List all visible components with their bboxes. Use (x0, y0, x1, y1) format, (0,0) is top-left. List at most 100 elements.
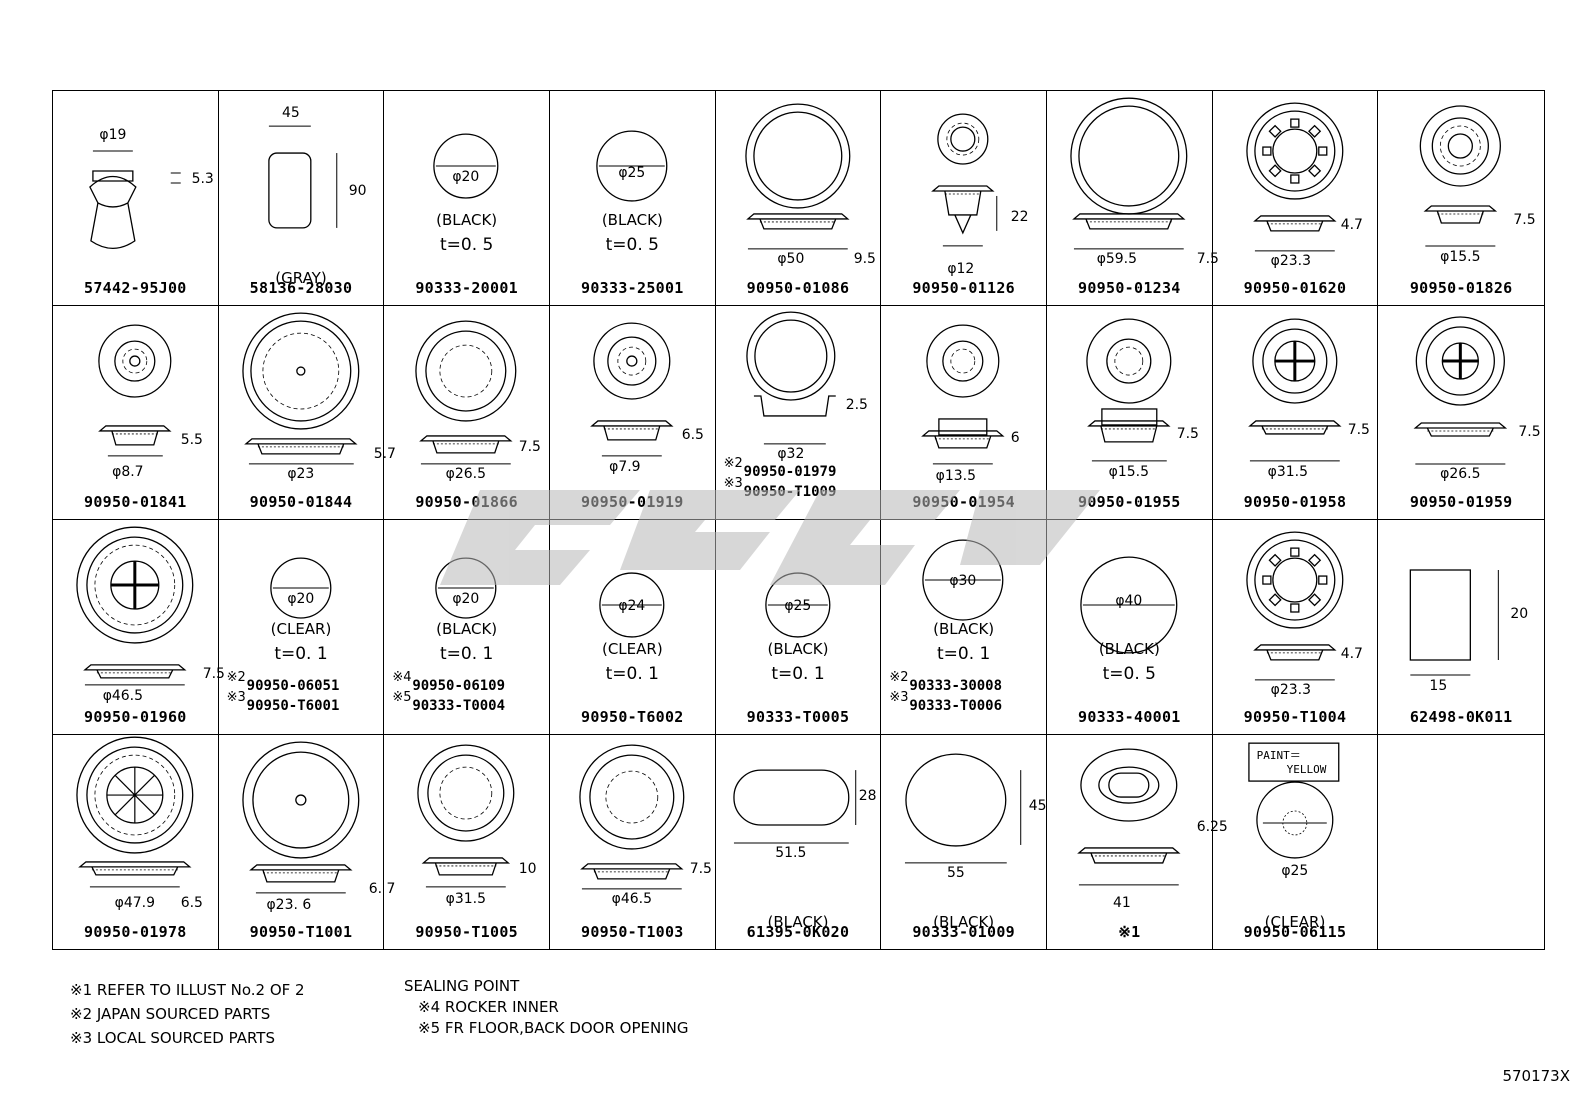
dim-label: φ59.5 (1097, 251, 1137, 267)
dim-label: 6. 7 (368, 880, 395, 896)
part-drawing: φ20 (435, 557, 497, 619)
part-number: 90950-01959 (1409, 493, 1513, 511)
source-mark: ※3 (226, 690, 246, 705)
dim-label: φ20 (453, 169, 480, 185)
part-drawing: φ23. 66. 7 (241, 741, 395, 912)
dim-label: 2.5 (845, 396, 867, 412)
dim-label: φ13.5 (936, 467, 976, 483)
part-drawing: φ31.510 (417, 744, 537, 906)
dim-label: 41 (1113, 894, 1131, 910)
dim-label: 10 (519, 860, 537, 876)
part-drawing: φ31.5 7.5 (1247, 317, 1370, 479)
part-drawing: φ40 (1080, 556, 1178, 654)
paint-line-1: PAINT＝ (1256, 748, 1301, 762)
part-drawing: φ8.75.5 (98, 323, 203, 479)
dim-label: 7.5 (203, 666, 225, 682)
dim-label: 6.5 (181, 894, 203, 910)
part-number: 90333-20001 (415, 278, 518, 297)
dim-label: 6 (1011, 429, 1020, 445)
color-label: (CLEAR) (270, 620, 332, 638)
dim-label: φ25 (1281, 862, 1308, 878)
part-drawing: φ15.57.5 (1420, 105, 1536, 265)
thickness-label: t=0. 5 (605, 235, 659, 255)
dim-label: 6.5 (682, 426, 704, 442)
sealing-note-4: ※4 ROCKER INNER (418, 998, 559, 1016)
dim-label: 7.5 (1177, 425, 1199, 441)
dim-label: 22 (1011, 209, 1029, 225)
color-label: (BLACK) (601, 211, 663, 229)
dim-label: 7.5 (1514, 212, 1536, 228)
dim-label: φ50 (777, 251, 804, 267)
part-cell: φ59.5 7.5 90950-01234 (1047, 91, 1219, 306)
part-drawing: φ26.57.5 (415, 319, 541, 481)
thickness-label: t=0. 5 (439, 235, 494, 255)
part-number: 90950-01841 (84, 493, 187, 511)
part-drawing: φ23.3 4.7 (1245, 102, 1363, 269)
dim-label: φ32 (777, 445, 804, 461)
dim-label: φ20 (453, 591, 480, 607)
source-mark: ※5 (392, 690, 412, 705)
source-mark: ※3 (889, 690, 909, 705)
part-number: 90950-T6002 (581, 707, 684, 726)
part-cell: φ30(BLACK)t=0. 1※2 90333-30008※3 90333-T… (881, 520, 1047, 735)
dim-label: φ26.5 (446, 465, 486, 481)
part-number: 90333-T0005 (746, 707, 850, 726)
color-label: (BLACK) (933, 620, 995, 638)
part-drawing: φ26.57.5 (1413, 315, 1541, 482)
dim-label: φ31.5 (1267, 463, 1307, 479)
dim-label: 45 (282, 105, 300, 121)
part-number: 90333-25001 (581, 278, 684, 297)
part-drawing: φ15.57.5 (1086, 318, 1199, 479)
part-drawing: φ46.57.5 (76, 526, 225, 704)
dim-label: 7.5 (1347, 421, 1369, 437)
dim-label: 7.5 (1197, 251, 1219, 267)
drawing-number: 570173X (1502, 1067, 1570, 1085)
dim-label: φ23.3 (1270, 253, 1310, 269)
sub-part-number: 90950-01979 (743, 463, 837, 480)
dim-label: 4.7 (1340, 217, 1362, 233)
paint-note: PAINT＝ YELLOW (1257, 749, 1327, 777)
sub-part-number: 90950-06109 (412, 678, 506, 694)
dim-label: φ25 (784, 598, 811, 614)
sub-part-number: 90950-T1009 (743, 483, 837, 500)
source-mark: ※2 (889, 670, 909, 685)
sub-part-number: 90333-T0006 (909, 698, 1003, 714)
part-number: 90950-01234 (1078, 278, 1181, 297)
part-number: 90950-T1004 (1243, 707, 1347, 726)
part-cell (1378, 735, 1544, 950)
color-label: (BLACK) (436, 620, 498, 638)
part-number: 90950-T1003 (581, 923, 684, 941)
color-label: (BLACK) (1098, 640, 1160, 658)
sub-part-number: 90950-06051 (246, 678, 340, 694)
part-number: 57442-95J00 (84, 278, 187, 297)
sub-part-number: 90333-30008 (909, 678, 1003, 694)
dim-label: φ19 (99, 127, 126, 143)
part-drawing: φ25 (1247, 742, 1340, 878)
part-cell: φ20(CLEAR)t=0. 1※2 90950-06051※3 90950-T… (218, 520, 385, 735)
dim-label: 5.7 (373, 445, 395, 461)
thickness-label: t=0. 1 (274, 644, 328, 664)
